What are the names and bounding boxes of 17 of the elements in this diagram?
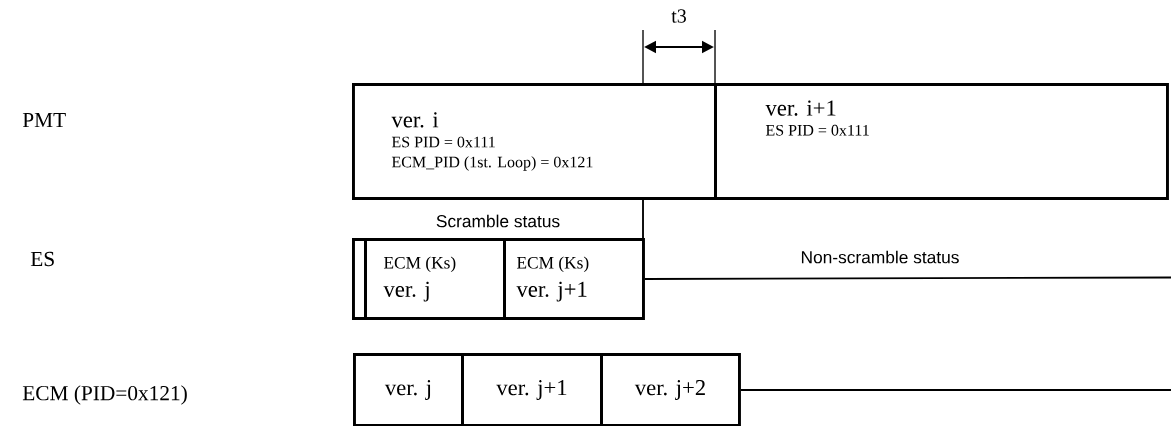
- status-label: Scramble status: [436, 214, 560, 228]
- edge-label: Non-scramble status: [801, 250, 959, 264]
- ecm-section-box: ver. j: [353, 353, 464, 426]
- es-packet-box: ECM (Ks) ver. j: [364, 238, 506, 320]
- connector-line: [642, 199, 644, 239]
- pmt-section-box: ver. i ES PID = 0x111 ECM_PID (1st. Loop) = 0x121: [352, 83, 717, 200]
- row-label: ECM (PID=0x121): [22, 385, 187, 405]
- connector-line: [644, 276, 1171, 280]
- row-label: ES: [30, 251, 54, 267]
- row-label: PMT: [22, 113, 66, 127]
- dimension-label: t3: [671, 9, 686, 23]
- connector-line: [740, 389, 1171, 391]
- pmt-section-box: ver. i+1 ES PID = 0x111: [714, 83, 1169, 200]
- es-packet-box: ECM (Ks) ver. j+1: [503, 238, 645, 320]
- ecm-section-box: ver. j+1: [461, 353, 603, 426]
- ecm-section-box: ver. j+2: [600, 353, 741, 426]
- es-packet-box: [352, 238, 367, 320]
